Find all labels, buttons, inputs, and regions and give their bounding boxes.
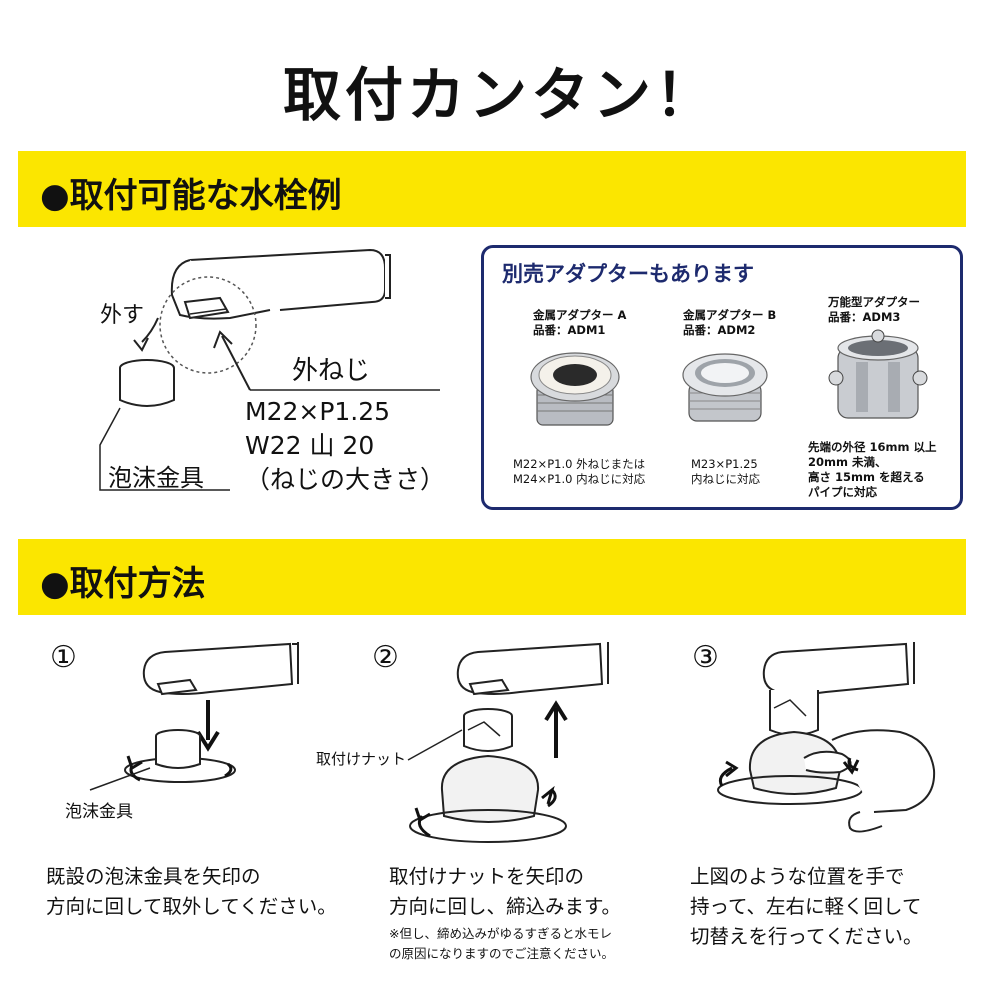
adapter-a-desc-1: M22×P1.0 外ねじまたは bbox=[513, 457, 646, 471]
step-2-note-2: の原因になりますのでご注意ください。 bbox=[389, 946, 615, 961]
adapter-c-desc-4: パイプに対応 bbox=[808, 485, 877, 499]
adapter-c-part: 品番：ADM3 bbox=[828, 310, 901, 324]
aerator-label: 泡沫金具 bbox=[108, 464, 204, 492]
section-heading-compatible: ●取付可能な水栓例 bbox=[40, 176, 342, 216]
remove-label: 外す bbox=[100, 303, 145, 328]
step-3-illustration bbox=[717, 642, 936, 833]
step-2-label: 取付けナット bbox=[316, 750, 407, 768]
step-1-number: ① bbox=[50, 640, 77, 675]
spec-line-2: W22 山 20 bbox=[245, 431, 375, 460]
adapter-a-image bbox=[530, 352, 620, 426]
page-title: 取付カンタン！ bbox=[282, 61, 717, 129]
step-1-desc-2: 方向に回して取外してください。 bbox=[46, 895, 337, 918]
adapter-b-desc-1: M23×P1.25 bbox=[691, 457, 758, 471]
adapter-b-name: 金属アダプター B bbox=[683, 308, 777, 322]
adapter-c-desc-1: 先端の外径 16mm 以上 bbox=[808, 440, 937, 454]
step-3-number: ③ bbox=[692, 640, 719, 675]
step-1-illustration bbox=[89, 642, 299, 791]
adapter-b-part: 品番：ADM2 bbox=[683, 323, 756, 337]
adapter-a-part: 品番：ADM1 bbox=[533, 323, 606, 337]
step-2-number: ② bbox=[372, 640, 399, 675]
adapter-c-image bbox=[828, 329, 928, 419]
step-3-desc-2: 持って、左右に軽く回して bbox=[690, 895, 922, 918]
spec-line-3: （ねじの大きさ） bbox=[245, 465, 446, 494]
spec-line-1: M22×P1.25 bbox=[245, 397, 391, 426]
adapter-box-title: 別売アダプターもあります bbox=[502, 262, 754, 286]
adapter-c-desc-2: 20mm 未満、 bbox=[808, 455, 887, 469]
step-2-desc-1: 取付けナットを矢印の bbox=[389, 865, 585, 888]
step-2-note-1: ※但し、締め込みがゆるすぎると水モレ bbox=[389, 926, 612, 941]
faucet-illustration bbox=[99, 248, 440, 491]
section-band-method bbox=[18, 539, 966, 615]
adapter-a-desc-2: M24×P1.0 内ねじに対応 bbox=[513, 472, 646, 486]
adapter-b-image bbox=[682, 353, 768, 422]
thread-label: 外ねじ bbox=[292, 356, 371, 386]
step-2-illustration bbox=[407, 642, 609, 843]
step-3-desc-3: 切替えを行ってください。 bbox=[690, 925, 923, 948]
adapter-b-desc-2: 内ねじに対応 bbox=[691, 472, 760, 486]
step-2-desc-2: 方向に回し、締込みます。 bbox=[389, 895, 622, 918]
adapter-c-desc-3: 高さ 15mm を超える bbox=[808, 470, 925, 484]
section-band-compatible bbox=[18, 151, 966, 227]
section-heading-method: ●取付方法 bbox=[40, 564, 206, 604]
adapter-a-name: 金属アダプター A bbox=[533, 308, 627, 322]
step-1-desc-1: 既設の泡沫金具を矢印の bbox=[46, 865, 261, 888]
step-3-desc-1: 上図のような位置を手で bbox=[690, 865, 905, 888]
step-1-label: 泡沫金具 bbox=[65, 802, 133, 822]
adapter-c-name: 万能型アダプター bbox=[828, 295, 920, 309]
